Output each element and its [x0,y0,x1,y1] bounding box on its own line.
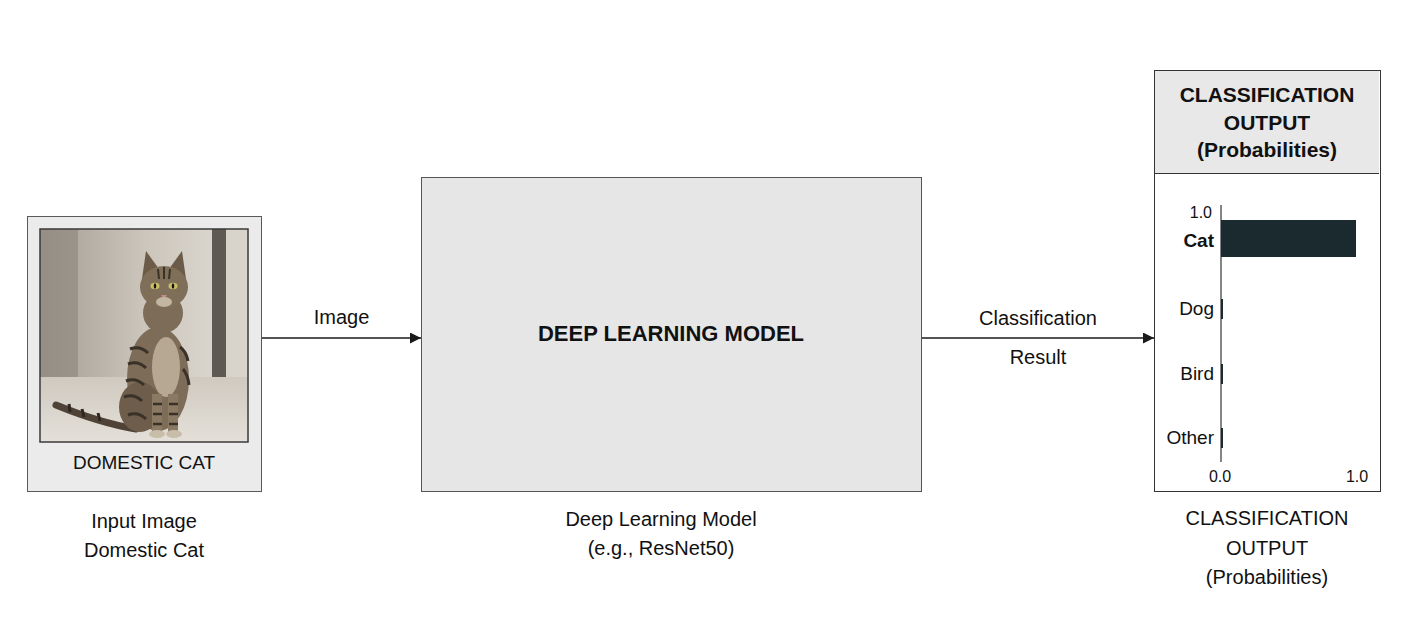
chart-label: 1.0 [1346,467,1368,487]
model-title: DEEP LEARNING MODEL [422,321,920,347]
model-box: DEEP LEARNING MODELDeep Learning Model (… [421,177,922,492]
edge-label: Image [262,304,422,330]
output-header: CLASSIFICATION OUTPUT (Probabilities) [1155,71,1379,174]
chart-label: Bird [1180,362,1214,385]
image-caption: DOMESTIC CAT [28,451,260,475]
flow-arrow [262,337,421,339]
input-label: Input Image Domestic Cat [69,507,219,565]
chart-label: 0.0 [1209,467,1231,487]
flow-arrow [922,337,1154,339]
chart-label: Cat [1183,229,1214,252]
input-image-frame: DOMESTIC CATInput Image Domestic Cat [27,216,262,492]
output-label: CLASSIFICATION OUTPUT (Probabilities) [1172,504,1362,593]
model-label: Deep Learning Model (e.g., ResNet50) [546,505,776,563]
chart-label: Other [1166,426,1214,449]
chart-label: 1.0 [1190,203,1212,223]
chart-label: Dog [1179,297,1214,320]
edge-label: Classification Result [963,299,1113,377]
